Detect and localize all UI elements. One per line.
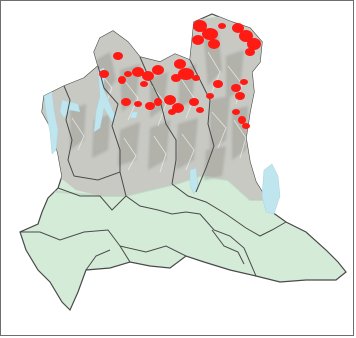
boundary-line [189,59,215,193]
occurrence-point [218,23,226,29]
boundary-line [119,245,187,257]
occurrence-point [235,92,245,100]
occurrence-point [113,52,123,60]
occurrence-point [240,79,248,85]
occurrence-point [124,71,132,77]
occurrence-point [168,109,176,115]
boundary-line [73,171,127,197]
occurrence-point [99,70,109,78]
occurrence-point [192,35,204,45]
boundary-line [125,195,257,277]
occurrence-point [142,71,154,81]
lake-garda [261,163,281,215]
occurrence-point [152,65,164,75]
province-boundaries [20,56,287,277]
lake-iseo [189,167,199,195]
occurrence-point [132,67,144,77]
occurrence-point [202,28,218,40]
occurrence-point [232,109,240,115]
occurrence-point [164,95,176,105]
occurrence-point [154,98,162,106]
occurrence-point [121,98,131,106]
occurrence-point [206,93,214,99]
occurrence-point [140,81,148,87]
boundary-line [211,229,245,265]
occurrence-point [238,116,246,124]
occurrence-point [174,59,186,69]
lakes [43,67,281,215]
occurrence-point [232,23,244,33]
boundary-line [63,85,75,177]
occurrence-point [189,98,199,106]
lake-small [129,111,139,119]
occurrence-point [134,101,142,107]
occurrence-point [242,123,250,129]
occurrence-point [208,39,220,49]
boundary-line [57,187,127,211]
occurrence-point [247,38,261,50]
occurrence-point [145,102,155,110]
boundary-line [171,183,287,237]
occurrence-point [171,74,181,82]
occurrence-points [99,20,261,129]
occurrence-point [193,20,207,32]
occurrence-point [118,76,126,84]
occurrence-point [213,80,223,88]
occurrence-point [239,30,253,42]
occurrence-point [231,84,241,92]
boundary-line [85,249,111,271]
occurrence-point [196,107,204,113]
boundary-line [97,65,121,172]
occurrence-point [192,75,200,81]
lake-lugano [59,99,81,119]
lake-maggiore [43,91,59,155]
occurrence-point [178,68,194,80]
occurrence-point [245,48,255,56]
